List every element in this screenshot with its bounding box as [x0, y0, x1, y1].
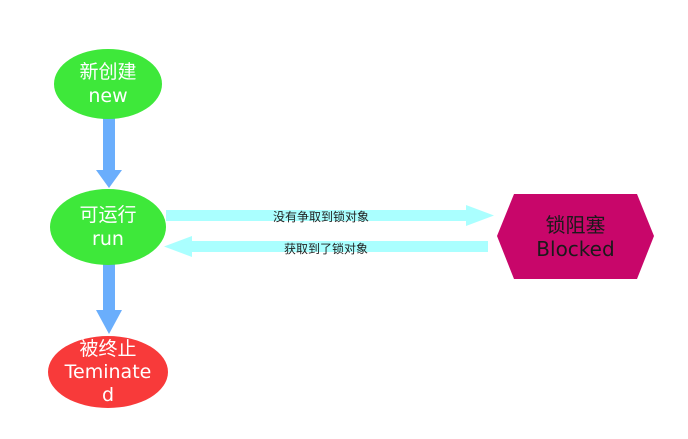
node-terminated [48, 336, 168, 408]
arrow-new-to-run [96, 118, 122, 188]
edge-label-to-blocked: 没有争取到锁对象 [273, 210, 370, 224]
node-runnable [50, 189, 166, 265]
arrow-run-to-terminated [96, 262, 122, 334]
arrow-blocked-to-run [164, 236, 488, 257]
node-blocked [497, 194, 654, 279]
node-new [54, 49, 162, 119]
edge-label-from-blocked: 获取到了锁对象 [284, 242, 369, 256]
arrow-run-to-blocked [166, 205, 494, 226]
